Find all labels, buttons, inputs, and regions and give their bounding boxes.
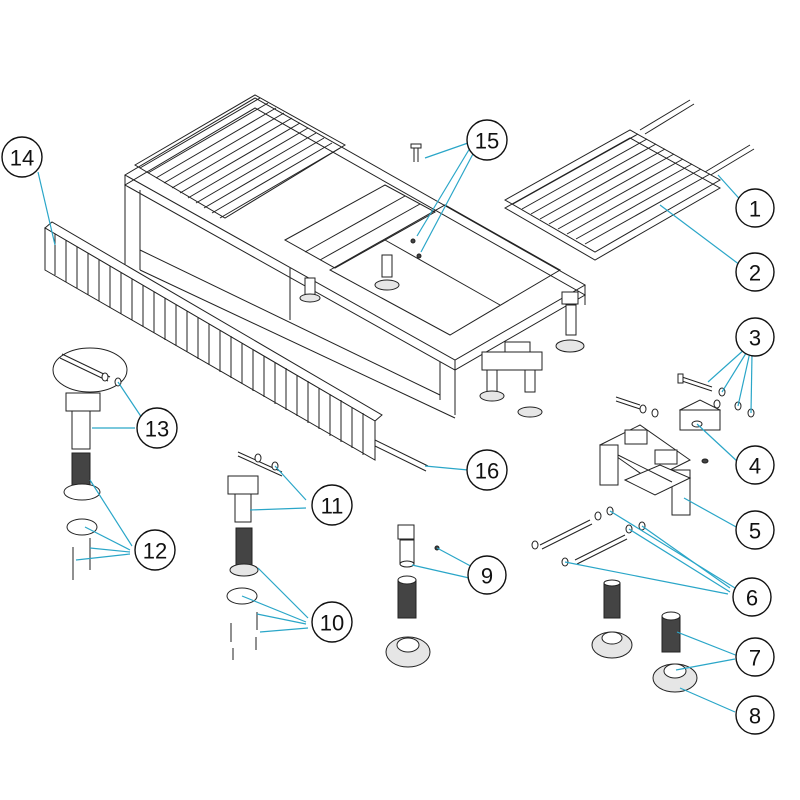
callout-9: 9	[467, 555, 507, 595]
rod-16	[374, 439, 429, 472]
callout-label: 9	[481, 564, 493, 589]
leg-10-11	[226, 451, 283, 660]
callout-13: 13	[136, 407, 178, 449]
callout-label: 15	[475, 129, 499, 154]
callout-label: 14	[10, 146, 34, 171]
callout-16: 16	[466, 449, 508, 491]
callout-4: 4	[735, 445, 775, 485]
callout-label: 3	[749, 326, 761, 351]
callout-label: 7	[749, 646, 761, 671]
leg-12-13	[52, 347, 128, 580]
callout-label: 10	[320, 611, 344, 636]
callout-label: 12	[143, 539, 167, 564]
bolts-6	[531, 506, 646, 567]
callout-label: 8	[749, 704, 761, 729]
frame-leg-brackets	[479, 341, 543, 418]
callout-label: 11	[321, 494, 344, 519]
cross-frame-5	[599, 424, 692, 516]
bracket-4	[678, 399, 722, 464]
callout-label: 1	[749, 197, 761, 222]
main-frame-rollers	[139, 97, 341, 219]
callout-15: 15	[466, 119, 508, 161]
leg-9	[385, 524, 440, 668]
callout-11: 11	[311, 484, 353, 526]
callout-14: 14	[1, 136, 43, 178]
callout-8: 8	[735, 695, 775, 735]
callout-label: 6	[746, 586, 758, 611]
callout-2: 2	[735, 252, 775, 292]
callout-1: 1	[735, 188, 775, 228]
callout-7: 7	[735, 637, 775, 677]
extension-roller-section	[503, 99, 755, 261]
main-frame-assembly	[123, 94, 587, 419]
callout-10: 10	[311, 601, 353, 643]
callout-label: 5	[749, 519, 761, 544]
callout-label: 2	[749, 261, 761, 286]
callout-12: 12	[134, 529, 176, 571]
callout-label: 13	[145, 417, 169, 442]
callout-6: 6	[732, 577, 772, 617]
leader-lines	[37, 142, 753, 713]
side-panel	[44, 221, 383, 461]
callout-label: 16	[475, 459, 499, 484]
callout-5: 5	[735, 510, 775, 550]
bolt-15	[410, 143, 422, 259]
callout-label: 4	[749, 454, 761, 479]
callout-3: 3	[735, 317, 775, 357]
foot-7-8	[591, 579, 698, 693]
